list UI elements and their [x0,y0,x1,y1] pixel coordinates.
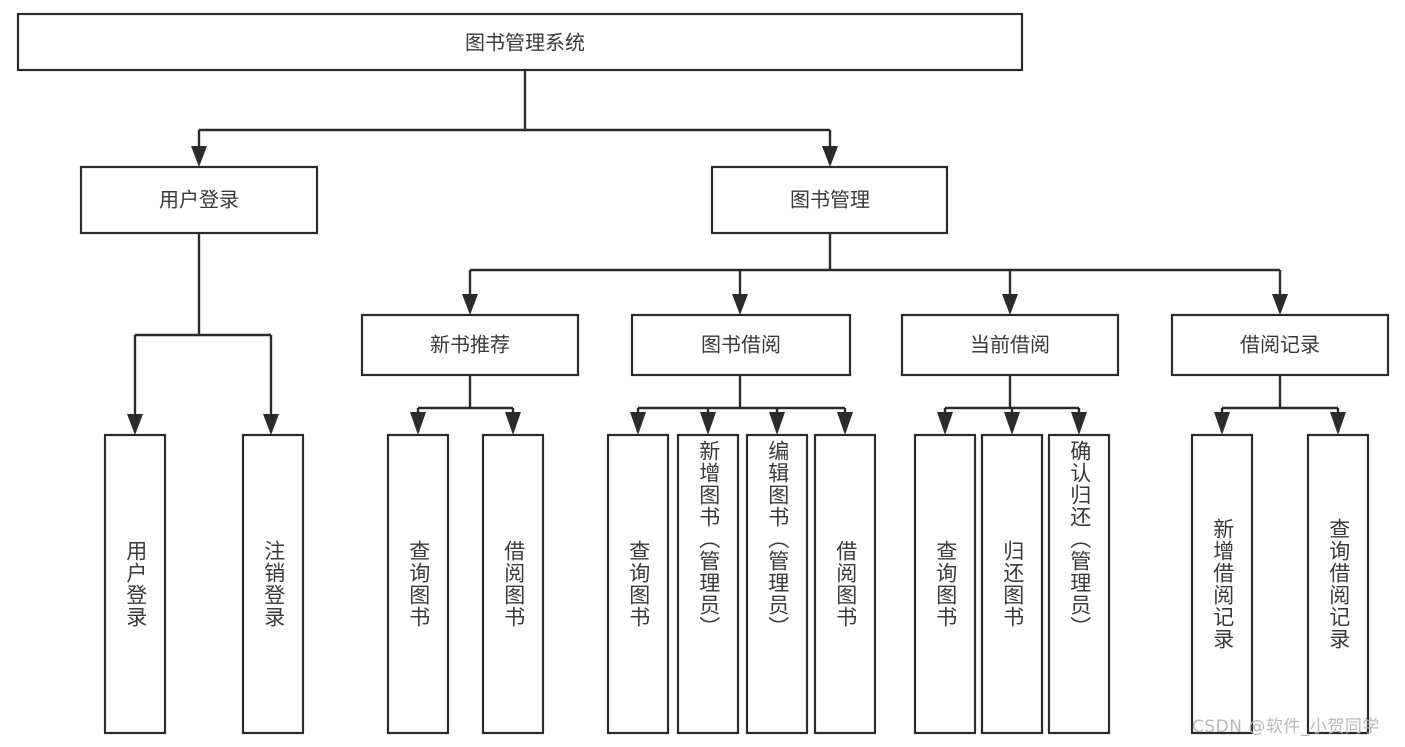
arrow-head-icon [837,412,853,435]
node-box-leaf[interactable] [386,433,450,735]
node-box-leaf[interactable] [1190,433,1254,735]
leaf-box-group [103,433,1370,735]
node-current-borrow[interactable]: 当前借阅 [900,313,1120,377]
arrow-head-icon [630,412,646,435]
arrow-head-icon [410,412,426,435]
connector-group-book-mgmt [462,233,1288,315]
arrow-head-icon [127,414,143,435]
node-box-book-management[interactable] [710,165,949,235]
node-label-new-book-recommend: 新书推荐 [430,333,510,357]
arrow-head-icon [700,412,716,435]
node-box-leaf[interactable] [481,433,545,735]
node-box-new-book-recommend[interactable] [360,313,580,377]
arrow-head-icon [769,412,785,435]
arrow-head-icon [462,294,478,315]
arrow-head-icon [1071,412,1087,435]
arrow-head-icon [1002,294,1018,315]
node-box-leaf[interactable] [676,433,740,735]
node-box-leaf[interactable] [103,433,167,735]
node-box-leaf[interactable] [1306,433,1370,735]
connector-group-current-borrow [937,375,1087,435]
node-label-book-management: 图书管理 [790,188,870,212]
node-label-current-borrow: 当前借阅 [970,333,1050,357]
node-box-book-borrow[interactable] [630,313,852,377]
arrow-head-icon [937,412,953,435]
node-box-leaf[interactable] [813,433,877,735]
node-book-management[interactable]: 图书管理 [710,165,949,235]
node-box-root[interactable] [16,12,1024,72]
connector-group-borrow [630,375,853,435]
node-box-leaf[interactable] [1047,433,1111,735]
node-label-borrow-records: 借阅记录 [1240,333,1320,357]
node-box-borrow-records[interactable] [1170,313,1390,377]
arrow-head-icon [191,146,207,167]
node-box-leaf[interactable] [980,433,1044,735]
node-box-leaf[interactable] [606,433,670,735]
node-box-leaf[interactable] [745,433,809,735]
arrow-head-icon [1330,412,1346,435]
node-box-leaf[interactable] [913,433,977,735]
connector-group-root [191,70,838,167]
node-book-borrow[interactable]: 图书借阅 [630,313,852,377]
connector-group-records [1214,375,1346,435]
arrow-head-icon [505,412,521,435]
node-label-book-borrow: 图书借阅 [701,333,781,357]
arrow-head-icon [822,146,838,167]
arrow-head-icon [1004,412,1020,435]
node-user-login[interactable]: 用户登录 [79,165,319,235]
csdn-watermark: CSDN @软件_小贺同学 [1192,717,1380,737]
node-label-user-login: 用户登录 [159,188,239,212]
arrow-head-icon [1272,294,1288,315]
node-root[interactable]: 图书管理系统 [16,12,1024,72]
node-box-current-borrow[interactable] [900,313,1120,377]
node-box-leaf[interactable] [241,433,305,735]
arrow-head-icon [732,294,748,315]
connector-group-new-book [410,375,521,435]
connector-group-user-login [127,233,279,435]
arrow-head-icon [263,414,279,435]
node-label-root: 图书管理系统 [465,31,585,55]
node-new-book-recommend[interactable]: 新书推荐 [360,313,580,377]
node-borrow-records[interactable]: 借阅记录 [1170,313,1390,377]
node-box-user-login[interactable] [79,165,319,235]
arrow-head-icon [1214,412,1230,435]
